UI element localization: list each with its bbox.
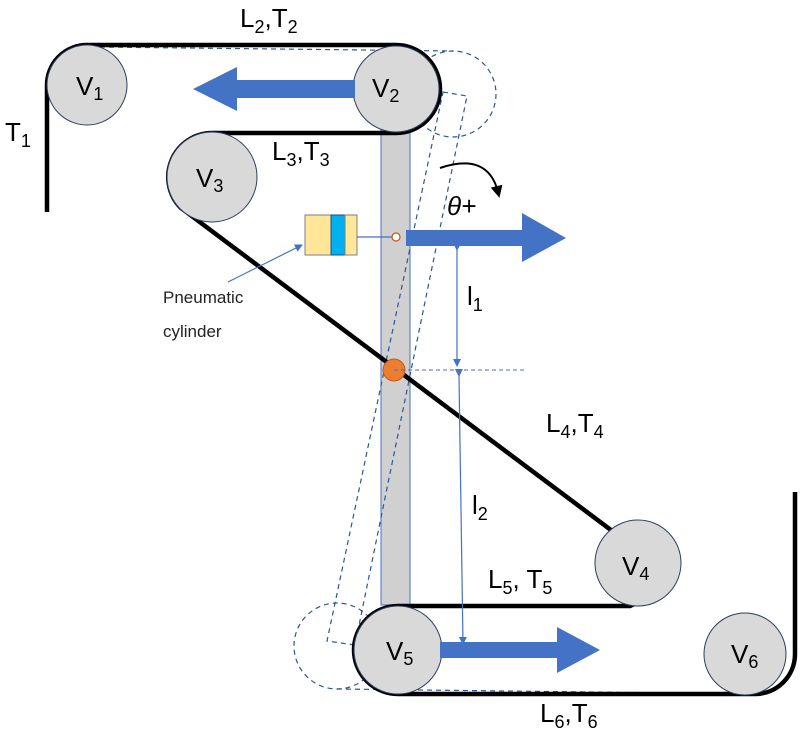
pneumatic-cylinder xyxy=(304,214,401,256)
roller-v2: V2 xyxy=(352,45,440,133)
roller-v1-label: V1 xyxy=(76,71,103,104)
label-t1: T1 xyxy=(5,117,31,151)
roller-v6: V6 xyxy=(703,612,787,696)
web-belt xyxy=(44,42,798,697)
roller-v5: V5 xyxy=(353,605,443,695)
label-l2-length: l2 xyxy=(472,490,488,524)
roller-v4-label: V4 xyxy=(622,551,649,584)
pneumatic-pointer xyxy=(227,244,303,283)
roller-v4: V4 xyxy=(594,519,682,607)
roller-v3: V3 xyxy=(166,131,258,223)
label-l6-t6: L6,T6 xyxy=(540,698,598,732)
label-theta: θ+ xyxy=(447,191,476,221)
velocity-arrow-v2-left xyxy=(193,67,355,111)
roller-v6-label: V6 xyxy=(731,639,758,672)
belt-dashed-top xyxy=(99,46,454,52)
theta-rotation-arrow xyxy=(439,162,503,198)
label-l3-t3: L3,T3 xyxy=(272,136,330,170)
roller-v2-label: V2 xyxy=(372,73,399,106)
label-l1: l1 xyxy=(467,281,483,315)
pneumatic-label-line1: Pneumatic xyxy=(163,288,244,307)
pneumatic-label-line2: cylinder xyxy=(163,322,222,341)
dimension-l2 xyxy=(454,368,467,645)
roller-v5-label: V5 xyxy=(386,636,413,669)
velocity-arrow-v5-right xyxy=(440,627,600,673)
label-l2-t2: L2,T2 xyxy=(240,3,298,37)
force-arrow-right xyxy=(406,213,566,262)
roller-v1: V1 xyxy=(46,44,128,126)
label-l4-t4: L4,T4 xyxy=(546,408,604,442)
label-l5-t5: L5, T5 xyxy=(488,564,552,598)
roller-v3-label: V3 xyxy=(196,163,223,196)
